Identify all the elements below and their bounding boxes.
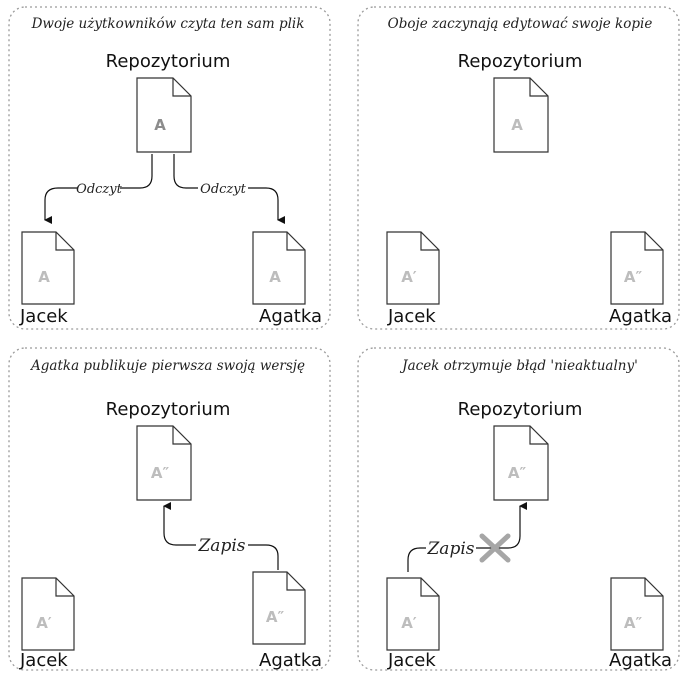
- agatka-file-version: A: [269, 268, 281, 286]
- panel-edit: Oboje zaczynają edytować swoje kopie Rep…: [357, 6, 680, 330]
- read-arrow-left: [44, 187, 78, 224]
- panel-caption: Jacek otrzymuje błąd 'nieaktualny': [399, 358, 638, 374]
- jacek-file-icon: A: [21, 231, 75, 305]
- user-label-agatka: Agatka: [609, 306, 672, 327]
- connector-line: [173, 154, 198, 189]
- agatka-file-icon: A″: [252, 571, 306, 645]
- repository-file-version: A: [511, 116, 523, 134]
- repository-file-version: A: [154, 116, 166, 134]
- panel-caption: Agatka publikuje pierwsza swoją wersję: [29, 358, 305, 374]
- panel-read: Dwoje użytkowników czyta ten sam plik Re…: [8, 6, 331, 330]
- agatka-file-icon: A″: [610, 231, 664, 305]
- repository-label: Repozytorium: [458, 399, 583, 420]
- jacek-file-version: A′: [401, 268, 417, 286]
- agatka-file-icon: A″: [610, 577, 664, 651]
- user-label-jacek: Jacek: [387, 650, 436, 671]
- agatka-file-version: A″: [624, 614, 643, 632]
- repository-file-version: A″: [151, 464, 170, 482]
- repository-label: Repozytorium: [106, 399, 231, 420]
- jacek-file-version: A′: [401, 614, 417, 632]
- rejected-write-arrow: [476, 502, 527, 549]
- connector-line: [248, 544, 279, 570]
- panel-caption: Dwoje użytkowników czyta ten sam plik: [31, 16, 305, 32]
- repository-file-icon: A: [493, 77, 549, 153]
- repository-file-icon: A: [136, 77, 192, 153]
- agatka-file-version: A″: [266, 608, 285, 626]
- jacek-file-icon: A′: [386, 577, 440, 651]
- panel-publish: Agatka publikuje pierwsza swoją wersję R…: [8, 347, 331, 671]
- user-label-jacek: Jacek: [387, 306, 436, 327]
- write-arrow: [163, 502, 196, 546]
- repository-label: Repozytorium: [106, 51, 231, 72]
- panel-out-of-date: Jacek otrzymuje błąd 'nieaktualny' Repoz…: [357, 347, 680, 671]
- repository-label: Repozytorium: [458, 51, 583, 72]
- jacek-file-version: A′: [36, 614, 52, 632]
- user-label-jacek: Jacek: [19, 650, 68, 671]
- connector-line: [120, 154, 153, 189]
- user-label-agatka: Agatka: [259, 650, 322, 671]
- jacek-file-icon: A′: [386, 231, 440, 305]
- read-label-left: Odczyt: [76, 182, 122, 197]
- cross-icon: [479, 533, 511, 563]
- write-label: Zapis: [427, 539, 475, 559]
- connector-line: [407, 547, 426, 572]
- repository-file-icon: A″: [136, 425, 192, 501]
- repository-file-version: A″: [508, 464, 527, 482]
- user-label-agatka: Agatka: [259, 306, 322, 327]
- panel-caption: Oboje zaczynają edytować swoje kopie: [388, 16, 653, 32]
- user-label-agatka: Agatka: [609, 650, 672, 671]
- jacek-file-version: A: [38, 268, 50, 286]
- user-label-jacek: Jacek: [19, 306, 68, 327]
- read-arrow-right: [248, 187, 285, 224]
- write-label: Zapis: [198, 536, 246, 556]
- jacek-file-icon: A′: [21, 577, 75, 651]
- agatka-file-icon: A: [252, 231, 306, 305]
- repository-file-icon: A″: [493, 425, 549, 501]
- agatka-file-version: A″: [624, 268, 643, 286]
- read-label-right: Odczyt: [200, 182, 246, 197]
